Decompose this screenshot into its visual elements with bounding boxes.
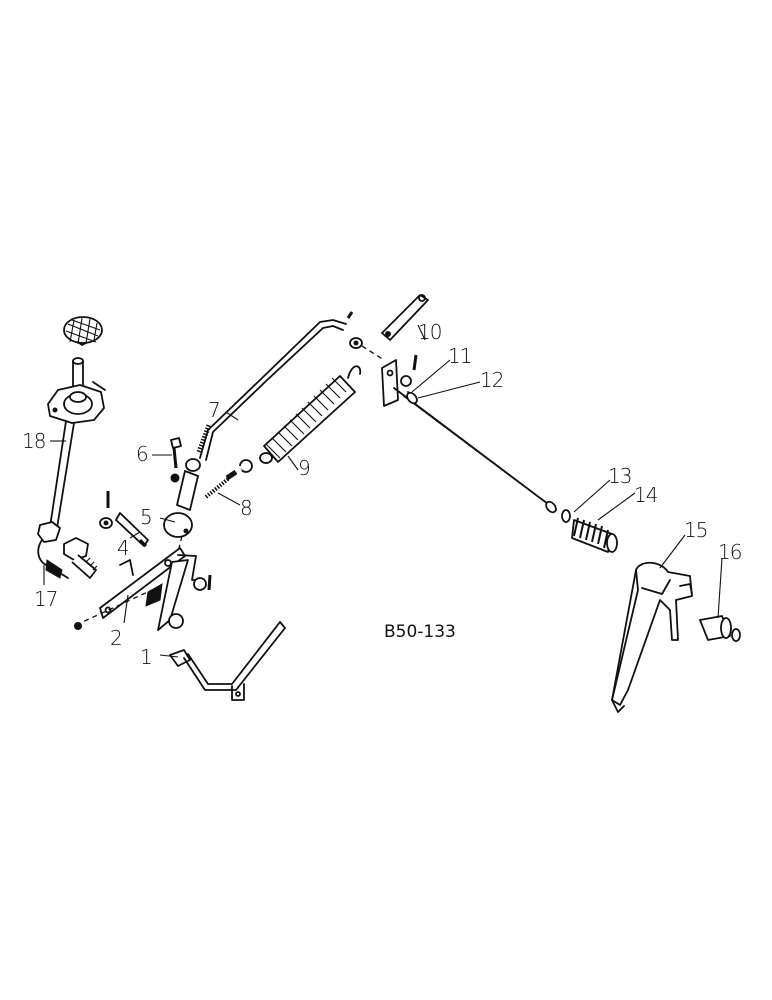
callout-16: 16	[718, 540, 742, 564]
callout-9: 9	[298, 456, 311, 480]
callout-5: 5	[140, 505, 153, 529]
callout-4: 4	[117, 536, 130, 560]
compression-spring-14	[571, 517, 618, 553]
shift-lever-rod	[37, 357, 106, 579]
callout-11: 11	[448, 344, 472, 368]
shift-fork-15	[611, 561, 693, 713]
pedal-bracket-1	[169, 621, 286, 701]
lever-arm-2	[74, 547, 212, 631]
tension-spring-9	[259, 365, 362, 464]
callout-14: 14	[634, 483, 658, 507]
callout-17: 17	[34, 587, 58, 611]
knob-grip	[63, 316, 103, 346]
shaft-12	[381, 354, 557, 514]
link-plate-10	[381, 294, 429, 341]
callout-8: 8	[240, 496, 253, 520]
callout-1: 1	[140, 645, 153, 669]
bolt-6	[170, 437, 182, 483]
ball-end	[163, 458, 201, 561]
drawing-reference-code: B50-133	[384, 622, 456, 642]
callout-7: 7	[208, 398, 221, 422]
hex-bolt	[63, 537, 98, 579]
sleeve-16	[699, 615, 741, 642]
o-ring-13	[561, 509, 571, 523]
callout-18: 18	[22, 429, 46, 453]
callout-15: 15	[684, 518, 708, 542]
callout-10: 10	[418, 320, 442, 344]
rod-7	[196, 311, 385, 461]
callout-2: 2	[110, 626, 123, 650]
callout-13: 13	[608, 464, 632, 488]
eye-bolt-8	[204, 459, 253, 499]
pin-and-washer	[99, 491, 149, 548]
callout-12: 12	[480, 368, 504, 392]
callout-6: 6	[136, 442, 149, 466]
leader-lines	[43, 324, 723, 658]
